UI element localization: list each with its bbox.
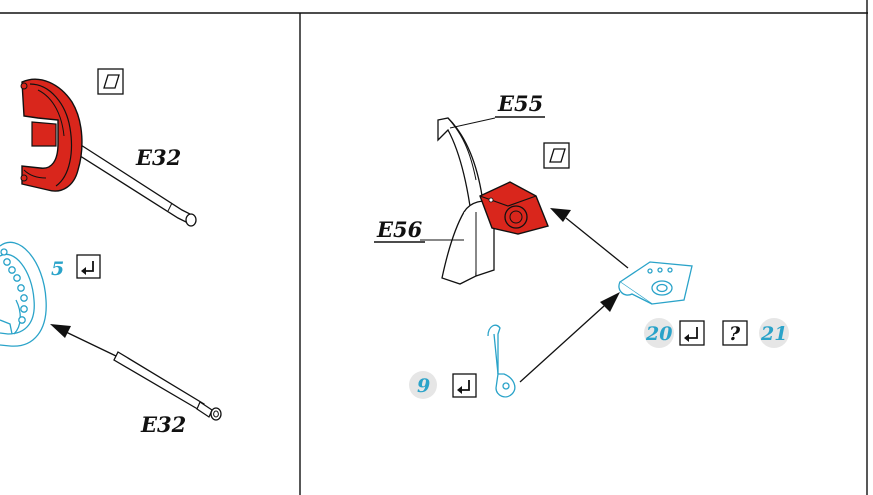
step-number-5: 5 — [51, 258, 64, 280]
insert-arrow-icon-9 — [452, 373, 477, 398]
step-number-20: 20 — [645, 323, 672, 345]
cyan-lever-part — [487, 324, 516, 398]
question-mark: ? — [729, 323, 741, 345]
insert-arrow-icon — [76, 254, 101, 279]
left-panel: E32 5 E32 — [0, 68, 222, 437]
step-badge-20: 20 — [644, 318, 674, 348]
glue-surface-icon — [97, 68, 124, 95]
right-panel: E55 E56 — [374, 91, 789, 399]
step-number-21: 21 — [760, 323, 787, 345]
optional-question-icon: ? — [722, 320, 748, 346]
glue-surface-icon-right — [543, 142, 570, 169]
cyan-ring-part — [0, 241, 47, 347]
step-badge-9: 9 — [409, 371, 437, 399]
assembly-arrow — [50, 324, 117, 357]
part-label-e32-top: E32 — [135, 145, 181, 170]
part-label-e32-bottom: E32 — [140, 412, 186, 437]
red-block-part — [479, 181, 549, 235]
cyan-bracket-part — [618, 261, 693, 305]
part-label-e56: E56 — [376, 217, 423, 242]
step-badge-21: 21 — [759, 318, 789, 348]
step-number-9: 9 — [417, 375, 430, 397]
assembly-arrow-bracket — [550, 208, 629, 269]
rod-part — [113, 351, 222, 421]
red-fork-part — [20, 78, 197, 227]
insert-arrow-icon-20 — [679, 320, 705, 346]
assembly-arrow-lever — [519, 292, 620, 383]
stand-part-e56 — [420, 200, 495, 285]
part-label-e55: E55 — [497, 91, 543, 116]
